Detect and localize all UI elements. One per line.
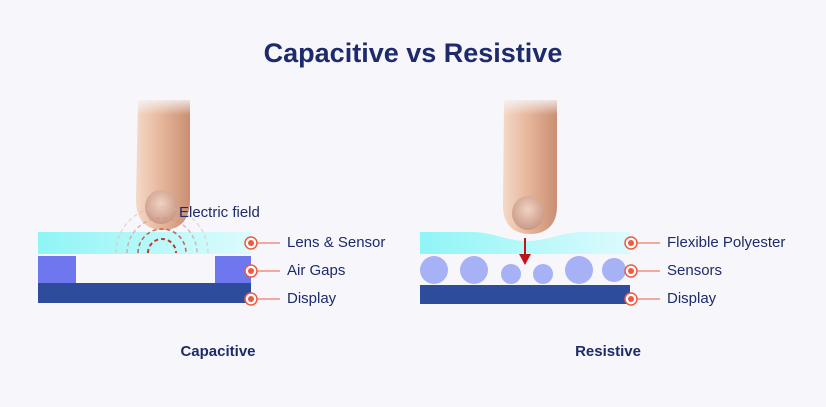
capacitive-caption: Capacitive bbox=[180, 343, 256, 360]
capacitive-callout-markers bbox=[244, 236, 280, 306]
pressure-arrow-icon bbox=[519, 238, 531, 265]
capacitive-display-layer bbox=[38, 283, 251, 303]
electric-field-label: Electric field bbox=[179, 204, 260, 221]
resistive-display-layer bbox=[420, 285, 630, 304]
resistive-diagram bbox=[420, 96, 660, 306]
resistive-layer-label-sensors: Sensors bbox=[667, 262, 723, 279]
capacitive-layer-label-lens-sensor: Lens & Sensor bbox=[287, 234, 386, 251]
capacitive-finger-image bbox=[130, 96, 196, 230]
resistive-sensor-circles bbox=[420, 256, 626, 284]
capacitive-air-gap-left-block bbox=[38, 256, 76, 283]
capacitive-lens-sensor-layer bbox=[38, 232, 251, 254]
capacitive-diagram bbox=[38, 96, 280, 306]
capacitive-layer-label-display: Display bbox=[287, 290, 337, 307]
electric-field-lines bbox=[115, 206, 209, 254]
resistive-layer-label-display: Display bbox=[667, 290, 717, 307]
resistive-layer-label-flexible-polyester: Flexible Polyester bbox=[667, 234, 786, 251]
capacitive-layer-label-air-gaps: Air Gaps bbox=[287, 262, 346, 279]
resistive-callout-markers bbox=[624, 236, 660, 306]
resistive-finger-image bbox=[496, 96, 564, 234]
page-title: Capacitive vs Resistive bbox=[263, 38, 563, 68]
resistive-caption: Resistive bbox=[575, 343, 641, 360]
